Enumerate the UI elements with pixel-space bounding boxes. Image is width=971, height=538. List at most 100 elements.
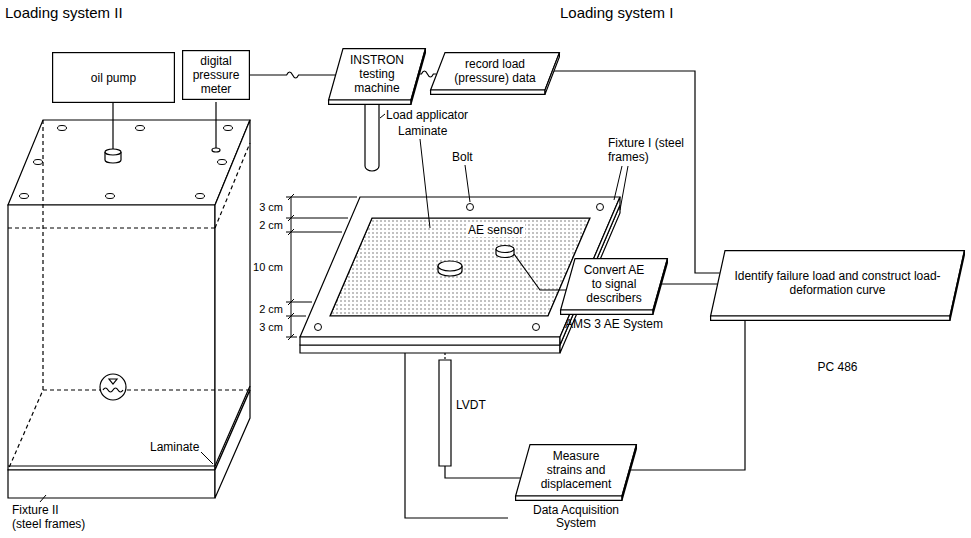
load-point [438,261,462,271]
frame-bolt [597,204,604,211]
box-edge [653,259,667,315]
gauge-symbol [109,379,117,384]
box-edge [622,445,636,501]
annotation-label: Loading system II [5,4,123,21]
dimension-line [286,302,312,303]
box-label: oil pump [85,67,142,89]
annotation-label: 3 cm [259,201,283,214]
signal-wire [405,353,508,518]
signal-wire [445,466,520,478]
box-edge [431,90,545,94]
dimension-line [288,194,294,200]
leader-line [40,495,46,502]
oil-pipe [212,148,220,152]
connector-line [250,72,335,78]
process-box: record load (pressure) data [430,52,560,95]
connector-line [630,321,746,470]
load-applicator [365,105,379,171]
lvdt-probe [444,353,445,360]
leader-line [380,114,628,228]
box-edge [329,100,411,104]
box-edge [516,496,622,500]
leader-line [465,165,470,202]
box-edge [950,251,964,321]
box-label: record load (pressure) data [430,52,560,95]
connector-line [553,71,720,273]
oil-pipe [112,103,113,150]
box-bolt [136,126,145,131]
pressure-box [8,120,43,470]
box-outline: digital pressure meter [182,50,250,100]
annotation-label: 2 cm [259,303,283,316]
process-box: INSTRON testing machine [328,48,426,105]
pressure-box [8,465,215,466]
oil-pipe [215,102,216,148]
lvdt-probe [439,360,451,466]
lvdt-probe [439,353,451,466]
frame-bolt [533,324,540,331]
gauge-symbol [103,388,123,392]
annotation-label: Bolt [452,150,473,164]
box-outline: INSTRON testing machine [328,48,426,105]
box-edge [711,316,950,320]
annotation-label: Loading system I [560,4,673,21]
annotation-label: Load applicator [386,108,468,122]
leader-line [620,166,628,210]
oil-pipe [105,149,121,155]
box-bolt [20,194,29,199]
pressure-box [8,205,215,470]
box-bolt [58,126,67,131]
dimension-line [288,229,294,235]
leader-line [420,139,430,228]
box-label: digital pressure meter [182,50,250,100]
box-bolt [196,194,205,199]
pressure-box [8,470,215,498]
box-edge [545,53,559,95]
ae-sensor [496,246,514,258]
frame-bolt [315,324,322,331]
annotation-label: LVDT [456,398,486,412]
box-outline: Convert AE to signal describers [560,258,668,315]
process-box: Convert AE to signal describersAMS 3 AE … [560,258,668,331]
connector-line [419,71,437,77]
ae-sensor [496,246,514,253]
box-outline: Measure strains and displacement [515,444,637,501]
dimension-line [286,197,357,198]
box-label: Identify failure load and construct load… [710,250,965,321]
pressure-box [215,390,250,498]
box-bolt [224,126,233,131]
dimension-line [288,334,294,340]
pressure-box [8,120,250,498]
dimension-line [286,232,342,233]
pressure-box [215,143,250,228]
leader-line [614,166,622,200]
box-label: Convert AE to signal describers [560,258,668,315]
process-box: Measure strains and displacementData Acq… [515,444,637,530]
box-caption: AMS 3 AE System [560,318,668,331]
box-bolt [106,194,115,199]
box-outline: oil pump [52,52,175,103]
dimension-line [286,218,348,219]
annotation-label: 2 cm [259,219,283,232]
box-bolt [20,126,233,199]
oil-pipe [105,102,220,163]
box-caption: PC 486 [710,361,965,374]
annotation-label: Fixture I (steel frames) [608,136,686,164]
box-outline: Identify failure load and construct load… [710,250,965,321]
box-outline: record load (pressure) data [430,52,560,95]
process-box: oil pump [52,52,175,103]
process-box: Identify failure load and construct load… [710,250,965,374]
annotation-label: Fixture II (steel frames) [12,503,90,531]
connector-line [661,283,718,284]
gauge-symbol [100,374,126,400]
signal-wire [514,254,566,290]
box-label: Measure strains and displacement [515,444,637,501]
load-applicator [365,105,379,171]
steel-plate [300,345,560,353]
box-edge [561,310,653,314]
dimension-line [288,215,294,221]
annotation-label: 3 cm [259,321,283,334]
dimension-line [288,299,294,305]
pressure-box [8,120,250,205]
